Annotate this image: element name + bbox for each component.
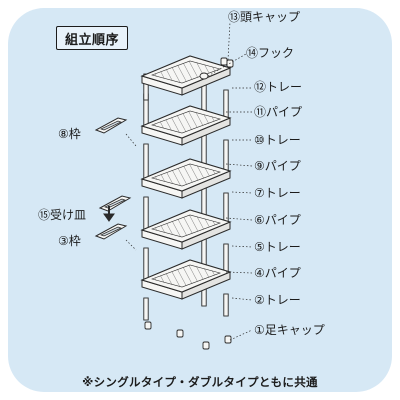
leader-line-13 xyxy=(125,239,137,251)
leader-line-10 xyxy=(231,297,253,301)
leader-line-12 xyxy=(125,133,137,147)
label-frame-3: ③枠 xyxy=(58,234,81,248)
label-saucer-15: ⑮受け皿 xyxy=(38,208,87,222)
leader-line-0 xyxy=(227,21,231,61)
label-frame-8: ⑧枠 xyxy=(58,127,81,141)
footnote: ※シングルタイプ・ダブルタイプともに共通 xyxy=(82,375,318,389)
leader-line-7 xyxy=(225,217,253,221)
label-head-cap: ⑬頭キャップ xyxy=(228,10,301,24)
label-pipe-6: ⑥パイプ xyxy=(254,213,301,227)
down-arrow-head xyxy=(103,213,115,222)
foot-cap-0 xyxy=(144,321,152,330)
tray-2 xyxy=(140,158,232,199)
tray-0 xyxy=(140,55,232,96)
pipe-4-2 xyxy=(223,293,229,317)
tray-4 xyxy=(140,259,232,300)
saucer-15 xyxy=(98,195,132,212)
label-tray-5: ⑤トレー xyxy=(254,240,301,254)
leader-line-11 xyxy=(229,329,253,341)
pipe-2-0 xyxy=(143,196,149,231)
label-foot-cap: ①足キャップ xyxy=(254,323,325,337)
label-hook: ⑭フック xyxy=(246,46,295,60)
head-cap xyxy=(220,57,228,66)
pipe-1-0 xyxy=(143,143,149,180)
tray-3 xyxy=(140,209,232,250)
label-tray-10: ⑩トレー xyxy=(254,133,301,147)
label-tray-12: ⑫トレー xyxy=(254,80,303,94)
frame-3 xyxy=(94,223,128,240)
leader-line-5 xyxy=(225,163,253,167)
label-pipe-11: ⑪パイプ xyxy=(254,105,303,119)
pipe-3-0 xyxy=(143,247,149,281)
leader-line-1 xyxy=(207,53,247,77)
diagram-title: 組立順序 xyxy=(56,26,128,50)
label-pipe-9: ⑨パイプ xyxy=(254,159,301,173)
leader-line-8 xyxy=(231,245,253,248)
foot-cap-3 xyxy=(224,335,232,344)
label-tray-7: ⑦トレー xyxy=(254,186,301,200)
label-pipe-4: ④パイプ xyxy=(254,266,301,280)
leader-line-9 xyxy=(225,271,253,274)
hook xyxy=(199,72,209,80)
foot-cap-1 xyxy=(176,329,184,338)
tray-1 xyxy=(140,105,232,146)
frame-8 xyxy=(94,117,128,134)
leader-line-6 xyxy=(231,191,253,194)
pipe-4-0 xyxy=(143,297,149,321)
foot-cap-2 xyxy=(202,341,210,350)
label-tray-2: ②トレー xyxy=(254,293,301,307)
